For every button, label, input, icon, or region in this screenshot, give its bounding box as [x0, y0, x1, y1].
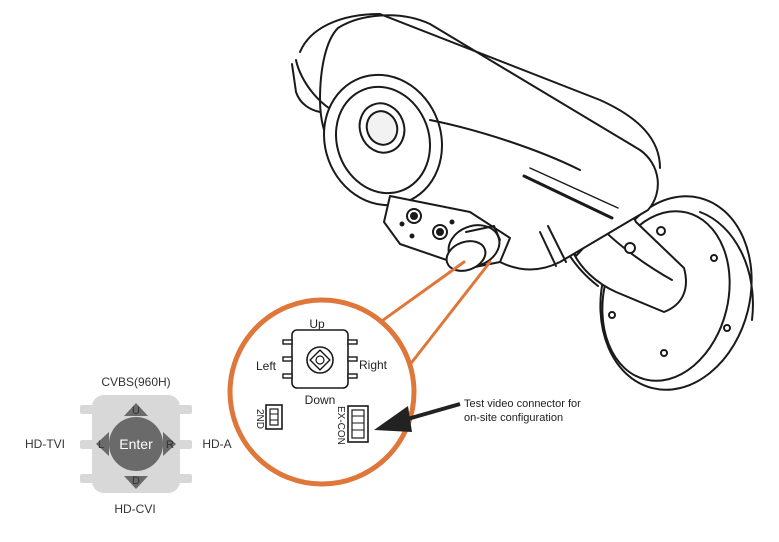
joystick-diagram: Enter U D L R CVBS(960H) HD-CVI HD-TVI H… — [25, 375, 232, 516]
camera-housing — [291, 13, 661, 271]
joystick-u-label: U — [132, 405, 140, 417]
connector-excon-label: EX-CON — [335, 406, 346, 445]
connector-excon — [347, 405, 369, 443]
annotation-line-1: Test video connector for — [464, 398, 581, 410]
joystick-r-label: R — [166, 439, 174, 451]
label-hdtvi: HD-TVI — [25, 437, 65, 451]
module-pins — [282, 339, 358, 379]
arrow-up-icon — [124, 403, 148, 416]
annotation-line-2: on-site configuration — [464, 412, 563, 424]
joystick-d-label: D — [132, 475, 140, 487]
pointer-arrow — [374, 402, 461, 432]
arrow-right-icon — [163, 432, 176, 456]
callout-leader-lines — [370, 260, 492, 382]
label-cvbs: CVBS(960H) — [101, 375, 170, 389]
underside-connector-panel — [383, 195, 511, 272]
connector-2nd-label: 2ND — [254, 409, 265, 429]
joystick-button-icon — [306, 346, 334, 374]
enter-label: Enter — [119, 436, 153, 452]
arrow-down-icon — [124, 476, 148, 489]
callout-label-up: Up — [309, 317, 325, 331]
enter-button — [109, 417, 163, 471]
callout-label-down: Down — [305, 393, 336, 407]
callout-label-right: Right — [359, 358, 388, 372]
label-hda: HD-A — [202, 437, 231, 451]
callout-circle: Up Down Left Right 2ND EX-CON — [227, 297, 417, 487]
label-hdcvi: HD-CVI — [114, 502, 155, 516]
callout-label-left: Left — [256, 359, 277, 373]
bullet-camera-illustration — [291, 13, 754, 391]
direction-arrows — [96, 403, 176, 489]
connector-2nd — [265, 404, 283, 430]
joystick-l-label: L — [98, 439, 104, 451]
arrow-left-icon — [96, 432, 109, 456]
